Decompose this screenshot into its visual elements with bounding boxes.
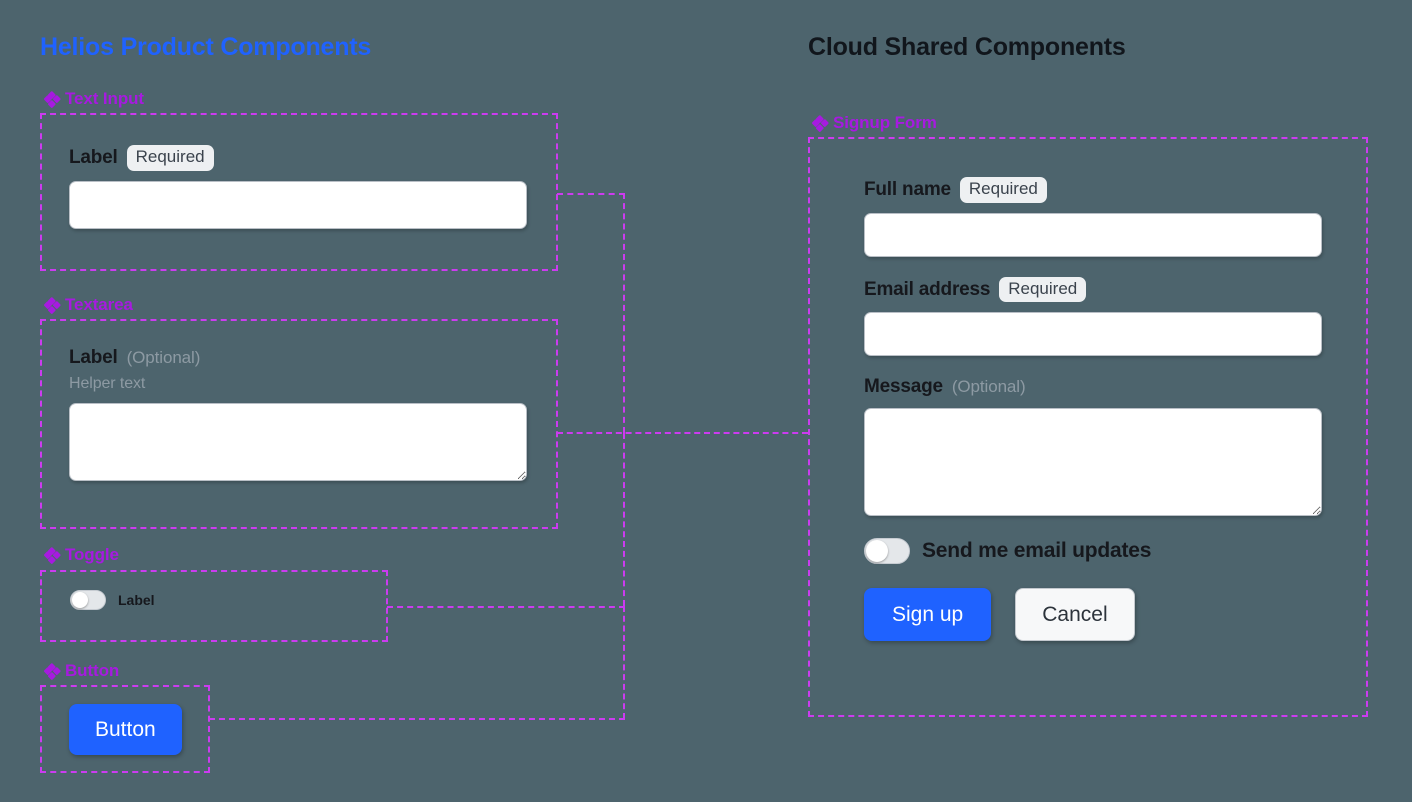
component-frame-signup-form: Full name Required Email address Require… — [808, 137, 1368, 717]
email-updates-label: Send me email updates — [922, 539, 1152, 563]
status-badge-required: Required — [126, 145, 214, 171]
email-updates-toggle[interactable] — [864, 538, 910, 565]
field-label: Email address — [864, 278, 991, 300]
connector-textarea-horizontal — [557, 432, 808, 434]
component-label-toggle: Toggle — [43, 545, 119, 565]
button-primary-sample[interactable]: Button — [69, 704, 182, 755]
field-label: Label — [69, 146, 118, 168]
component-diamond-icon — [43, 546, 61, 564]
toggle-row: Label — [42, 572, 386, 610]
component-label-text: Button — [65, 661, 120, 680]
field-label-row: Full name Required — [864, 177, 1322, 203]
field-helper-text: Helper text — [69, 375, 146, 392]
component-label-signup-form: Signup Form — [811, 113, 937, 133]
component-label-textarea: Textarea — [43, 295, 133, 315]
field-label-row: Label Required — [69, 145, 529, 171]
component-label-text: Signup Form — [833, 113, 937, 132]
field-label-row: Email address Required — [864, 276, 1322, 303]
field-label: Message — [864, 376, 943, 398]
form-actions-row: Sign up Cancel — [864, 588, 1322, 642]
toggle-label: Label — [118, 592, 155, 608]
component-frame-button: Button — [40, 685, 210, 773]
connector-toggle-vertical — [623, 433, 625, 606]
page-title-helios: Helios Product Components — [40, 33, 372, 61]
toggle-knob — [72, 592, 88, 608]
email-updates-toggle-row: Send me email updates — [864, 538, 1322, 565]
text-input-field[interactable] — [69, 180, 527, 229]
textarea-field[interactable] — [69, 403, 527, 481]
cancel-button[interactable]: Cancel — [1015, 588, 1135, 642]
sign-up-button[interactable]: Sign up — [864, 588, 992, 642]
component-frame-toggle: Label — [40, 570, 388, 642]
component-label-text: Text Input — [65, 89, 144, 108]
connector-text-input-vertical — [623, 193, 625, 433]
component-label-text: Textarea — [65, 295, 133, 314]
component-diamond-icon — [811, 114, 829, 132]
status-badge-required: Required — [959, 177, 1047, 203]
field-optional-text: (Optional) — [951, 377, 1026, 397]
component-frame-text-input: Label Required — [40, 113, 558, 271]
toggle-switch[interactable] — [70, 590, 106, 610]
full-name-input[interactable] — [864, 212, 1322, 257]
field-label: Full name — [864, 178, 951, 200]
field-optional-text: (Optional) — [126, 348, 201, 367]
email-address-input[interactable] — [864, 312, 1322, 357]
component-diamond-icon — [43, 662, 61, 680]
component-label-text-input: Text Input — [43, 89, 144, 109]
component-label-button: Button — [43, 661, 120, 681]
toggle-knob — [866, 540, 888, 563]
status-badge-required: Required — [999, 276, 1087, 303]
field-label-row: Message (Optional) — [864, 376, 1322, 398]
component-diamond-icon — [43, 90, 61, 108]
field-label-row: Label (Optional) — [69, 347, 529, 369]
connector-text-input-horizontal — [557, 193, 625, 195]
field-label: Label — [69, 347, 118, 368]
component-label-text: Toggle — [65, 545, 119, 564]
component-diamond-icon — [43, 296, 61, 314]
connector-button-horizontal — [209, 718, 625, 720]
connector-toggle-horizontal — [387, 606, 625, 608]
component-frame-textarea: Label (Optional) Helper text — [40, 319, 558, 529]
message-textarea[interactable] — [864, 408, 1322, 517]
connector-button-vertical — [623, 606, 625, 719]
page-title-cloud: Cloud Shared Components — [808, 33, 1126, 61]
